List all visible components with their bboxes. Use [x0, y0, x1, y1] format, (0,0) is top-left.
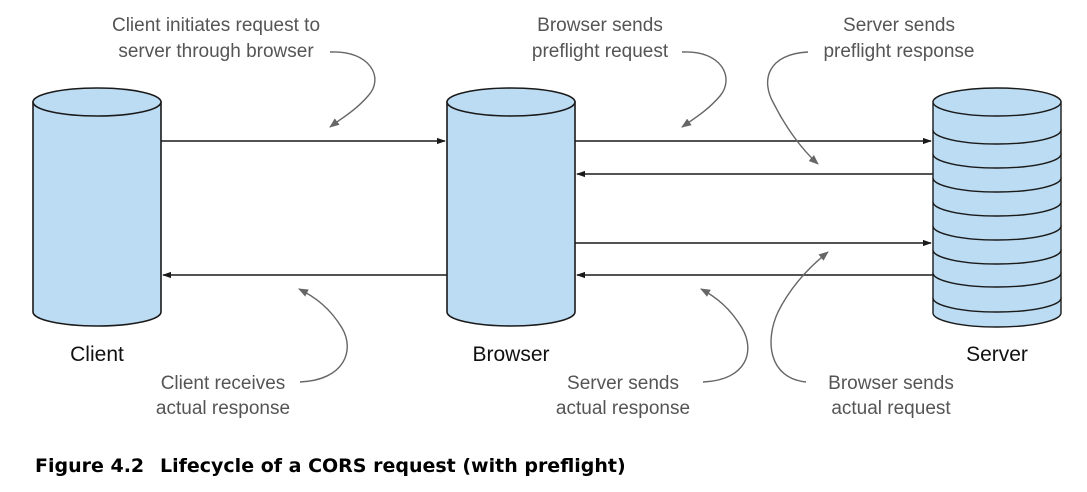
- callout-client-receives: [298, 288, 348, 383]
- figure-caption: Lifecycle of a CORS request (with prefli…: [160, 455, 626, 477]
- annotation-browser-preflight-line1: Browser sends: [537, 15, 663, 36]
- annotation-server-actual-line1: Server sends: [567, 373, 679, 394]
- callout-server-actual: [700, 288, 749, 383]
- server-stack-icon: [932, 87, 1062, 328]
- annotation-server-actual-line2: actual response: [556, 398, 690, 419]
- browser-label: Browser: [472, 343, 549, 366]
- client-label: Client: [70, 343, 124, 366]
- client-database-icon: [32, 87, 162, 327]
- callout-browser-preflight: [681, 51, 727, 128]
- annotation-server-preflight-line2: preflight response: [823, 41, 974, 62]
- annotation-server-preflight-line1: Server sends: [843, 15, 955, 36]
- callout-client-initiates: [329, 51, 376, 128]
- annotation-client-receives-line2: actual response: [156, 398, 290, 419]
- annotation-client-initiates-line2: server through browser: [118, 41, 314, 62]
- annotation-client-receives-line1: Client receives: [161, 373, 286, 394]
- server-label: Server: [966, 343, 1028, 366]
- annotation-browser-actual-line1: Browser sends: [828, 373, 954, 394]
- annotation-browser-preflight-line2: preflight request: [532, 41, 669, 62]
- figure-number: Figure 4.2: [35, 455, 144, 477]
- annotation-client-initiates-line1: Client initiates request to: [112, 15, 320, 36]
- callout-browser-actual: [770, 251, 829, 383]
- browser-database-icon: [446, 87, 576, 327]
- annotation-browser-actual-line2: actual request: [831, 398, 951, 419]
- callout-server-preflight: [766, 51, 819, 165]
